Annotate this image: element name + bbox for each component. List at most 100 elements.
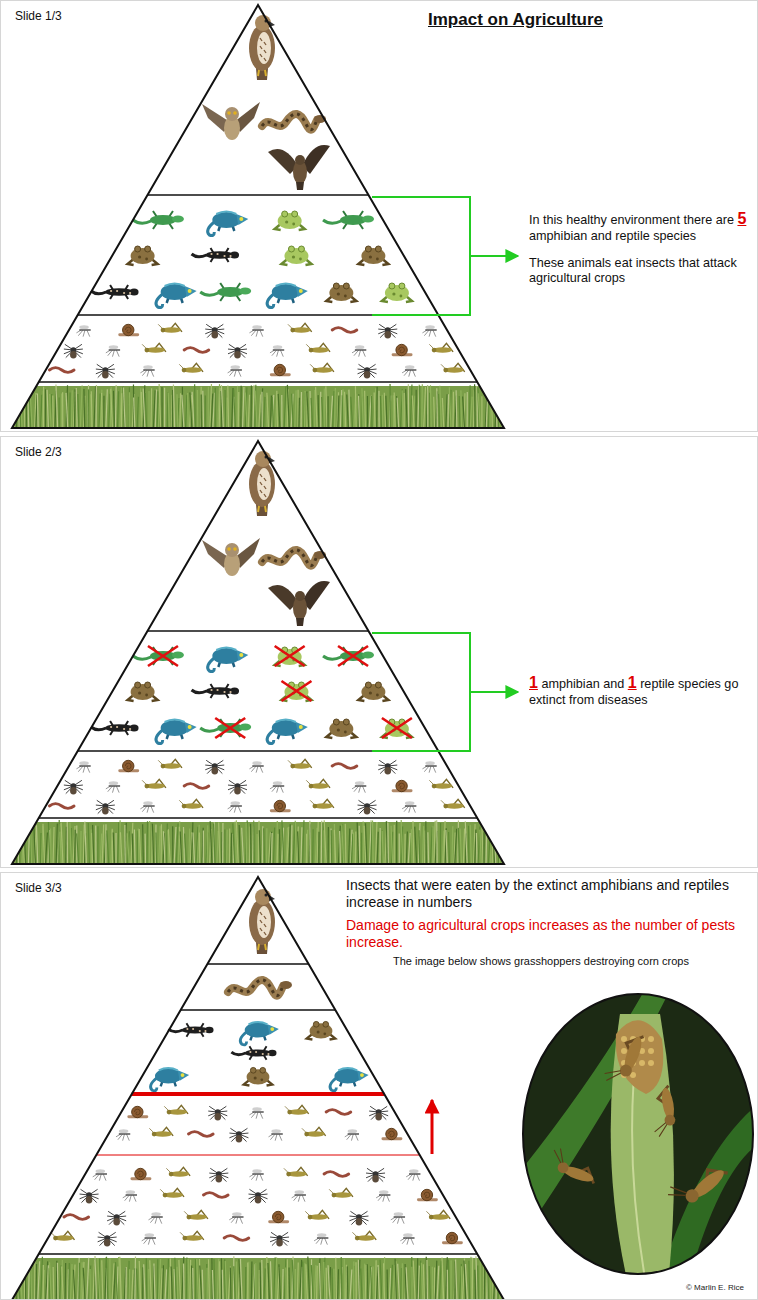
grass-blade [125,823,127,864]
mosquito-body [126,1194,137,1196]
snail-icon [132,1168,150,1179]
grass-blade [272,395,274,428]
lizard-tail [323,220,341,223]
snail-spiral [138,1171,144,1177]
grass-blade [251,1261,253,1300]
trophic-level-line [132,1092,384,1096]
grass-blade [347,1266,349,1300]
frog-spot [400,295,403,298]
grasshopper-head [287,1110,292,1115]
slide-number: Slide 2/3 [15,445,135,460]
mosquito-wing [151,1212,161,1216]
grasshopper-icon [184,1210,208,1219]
frog-eye [343,719,349,725]
grasshopper-icon [180,1231,204,1240]
grass-band [0,1256,520,1300]
spider-legs [80,1189,99,1202]
toad-icon [128,246,158,265]
hawk-streak [264,924,266,927]
chameleon-body [272,284,300,300]
grass-blade [144,1264,145,1300]
grass-blade [328,1265,330,1300]
grass-blade [318,395,320,428]
frogL-icon [275,647,305,666]
mosquito-wing [230,801,240,805]
grass-blade [384,393,385,428]
grass-blade [76,388,78,428]
lizard-tail [200,728,218,731]
grass-blade [511,1268,513,1300]
chameleon-tail [208,658,215,672]
snail-icon [120,760,138,771]
grass-blade [496,385,497,428]
spider-abdomen [236,1135,243,1143]
grass-blade [355,831,357,864]
pyramid-fill [12,441,504,864]
grass-blade [314,1265,316,1300]
grasshopper-antennae [653,1123,668,1138]
mosquito-body [394,1216,405,1218]
grass-blade [406,831,408,864]
hawk-streak [260,920,262,923]
grass-blade [292,394,294,428]
grass-blade [449,387,451,428]
grass-blade [10,824,12,864]
frog-eye [292,211,298,217]
grass-blade [101,393,103,428]
grass-blade [100,833,101,864]
mosquito-legs [106,786,119,793]
mosquito-icon [402,801,416,812]
worm-body [188,1132,213,1137]
salamander-body [105,288,133,296]
mosquito-wing [232,1212,242,1216]
spider-icon [96,800,115,814]
mosquito-wing [403,1233,413,1237]
frog-eye [250,1067,256,1073]
mosquito-icon [76,761,90,772]
grass-blade [182,1257,184,1300]
chameleon-body [212,648,240,664]
grass-blade [478,387,480,428]
grass-blade [77,833,79,864]
grass-blade [425,821,427,864]
grass-blade [142,824,144,864]
grass-blade [307,391,309,428]
toad-icon [358,682,388,701]
grass-blade [427,385,428,428]
grass-blade [186,1258,188,1300]
spider-abdomen [70,787,77,795]
grass-blade [170,1258,171,1300]
worm-icon [224,1236,249,1241]
grass-blade [239,825,240,864]
grasshopper-icon [306,779,330,788]
grass-blade [197,825,199,864]
grass-blade [391,826,393,864]
grass-blade [202,828,203,864]
grass-blade [149,821,151,864]
trophic-level-line [207,963,308,964]
grass-blade [174,827,176,864]
worm-icon [64,1215,89,1220]
worm-body [49,368,74,373]
grass-blade [440,386,442,428]
grass-blade [90,1269,91,1300]
mosquito-icon [228,801,242,812]
grass-blade [457,821,459,864]
spider-icon [64,344,83,358]
lizard-tail [133,220,151,223]
grass-blade [189,1260,191,1300]
snail-icon [120,324,138,335]
frog-eye [389,283,395,289]
grass-blade [43,387,44,428]
mosquito-legs [376,1195,389,1202]
frog-eye [323,1021,329,1027]
grasshopper-icon [329,1188,353,1197]
grass-blade [150,1260,151,1300]
grass-blade [41,395,42,428]
grass-blade [183,827,185,864]
grass-blade [206,1264,208,1300]
grass-blade [382,831,383,864]
grasshopper-head [161,328,166,333]
eaten-kernels [616,1020,664,1094]
spider-icon [107,1211,126,1225]
